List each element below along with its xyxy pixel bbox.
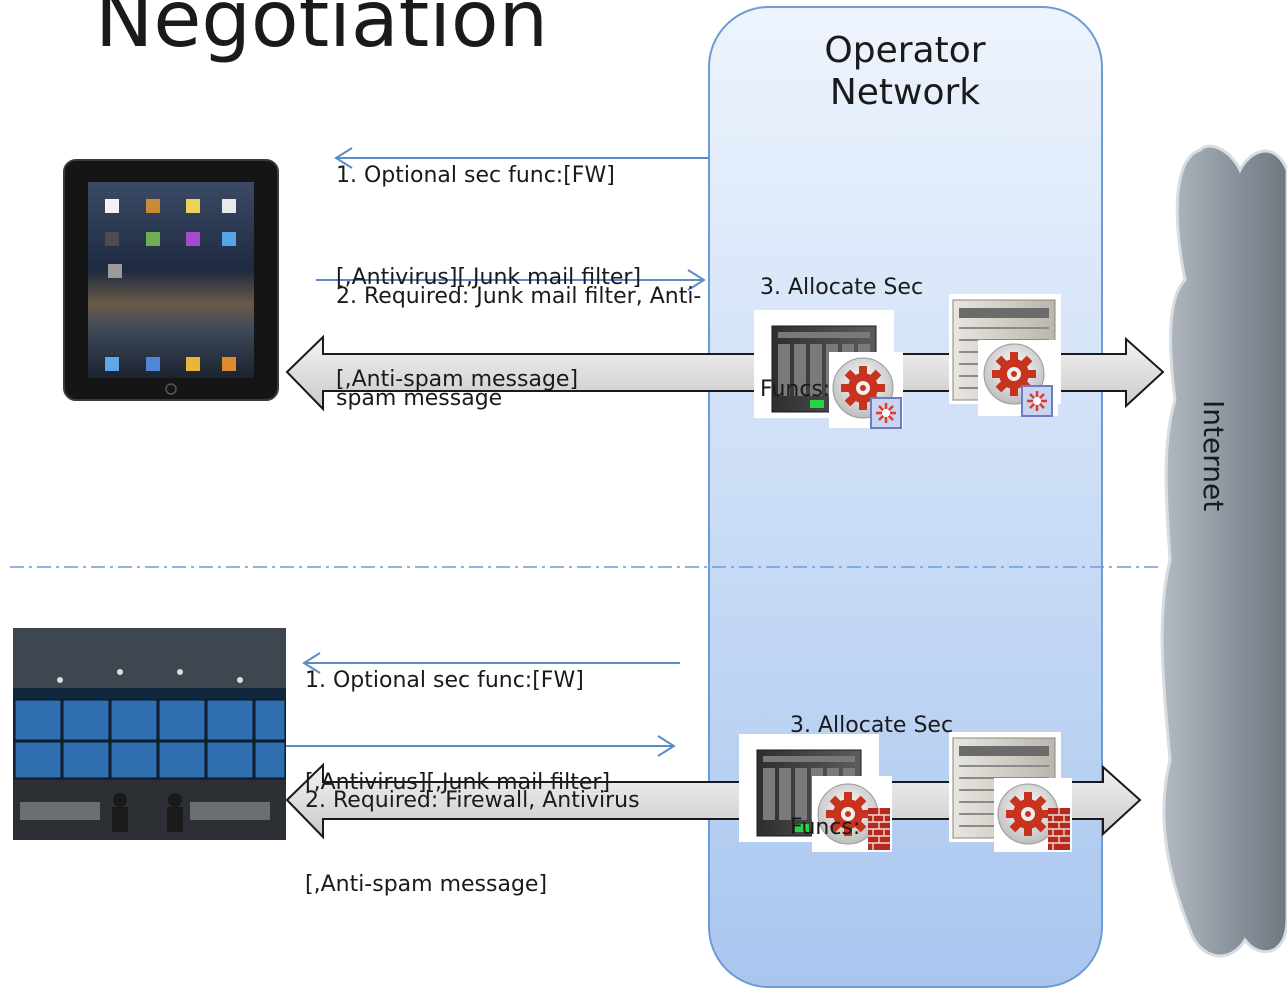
bottom-step2-line: 2. Required: Firewall, Antivirus bbox=[305, 788, 640, 813]
bottom-step3-text: 3. Allocate Sec Funcs: bbox=[790, 641, 953, 913]
top-server-gear-icon bbox=[829, 352, 903, 430]
top-traffic-arrow bbox=[285, 334, 1165, 412]
bottom-step1-line: 1. Optional sec func:[FW] bbox=[305, 668, 584, 693]
bottom-step1-line: [,Anti-spam message] bbox=[305, 872, 548, 897]
bottom-request-arrowhead bbox=[657, 735, 676, 757]
bottom-step1-text: 1. Optional sec func:[FW] [,Antivirus][,… bbox=[305, 596, 610, 970]
top-step1-line: [,Antivirus][,Junk mail filter] bbox=[336, 265, 642, 290]
bottom-step3-line: Funcs: bbox=[790, 815, 861, 840]
internet-cloud bbox=[1160, 144, 1287, 958]
bottom-offer-arrowhead bbox=[302, 652, 321, 674]
firewall-icon bbox=[1047, 807, 1071, 851]
spam-filter-icon bbox=[1020, 384, 1054, 418]
operator-network-label: Operator Network bbox=[710, 30, 1100, 114]
top-step1-line: 1. Optional sec func:[FW] bbox=[336, 163, 615, 188]
bottom-step2-text: 2. Required: Firewall, Antivirus bbox=[305, 716, 640, 886]
top-switch-gear-icon bbox=[978, 340, 1058, 418]
tablet-device bbox=[57, 159, 284, 401]
control-room-device bbox=[13, 628, 286, 840]
bottom-step1-line: [,Antivirus][,Junk mail filter] bbox=[305, 770, 611, 795]
top-step3-text: 3. Allocate Sec Funcs: bbox=[760, 203, 923, 475]
top-step3-line: 3. Allocate Sec bbox=[760, 275, 924, 300]
top-step2-line: spam message bbox=[336, 386, 503, 411]
bottom-step3-line: 3. Allocate Sec bbox=[790, 713, 954, 738]
top-step1-text: 1. Optional sec func:[FW] [,Antivirus][,… bbox=[336, 91, 641, 465]
bottom-server-gear-icon bbox=[812, 776, 892, 852]
bottom-traffic-arrow bbox=[285, 762, 1142, 840]
operator-network-line-2: Network bbox=[829, 72, 981, 113]
top-step2-text: 2. Required: Junk mail filter, Anti- spa… bbox=[336, 212, 701, 484]
bottom-switch-gear-icon bbox=[994, 778, 1072, 852]
top-request-arrowhead bbox=[687, 269, 706, 291]
page-title: Negotiation bbox=[95, 0, 549, 65]
top-step2-line: 2. Required: Junk mail filter, Anti- bbox=[336, 284, 702, 309]
top-offer-arrowhead bbox=[334, 147, 353, 169]
operator-network-line-1: Operator bbox=[824, 30, 986, 71]
internet-label: Internet bbox=[1197, 400, 1230, 512]
top-step1-line: [,Anti-spam message] bbox=[336, 367, 579, 392]
top-step3-line: Funcs: bbox=[760, 377, 831, 402]
